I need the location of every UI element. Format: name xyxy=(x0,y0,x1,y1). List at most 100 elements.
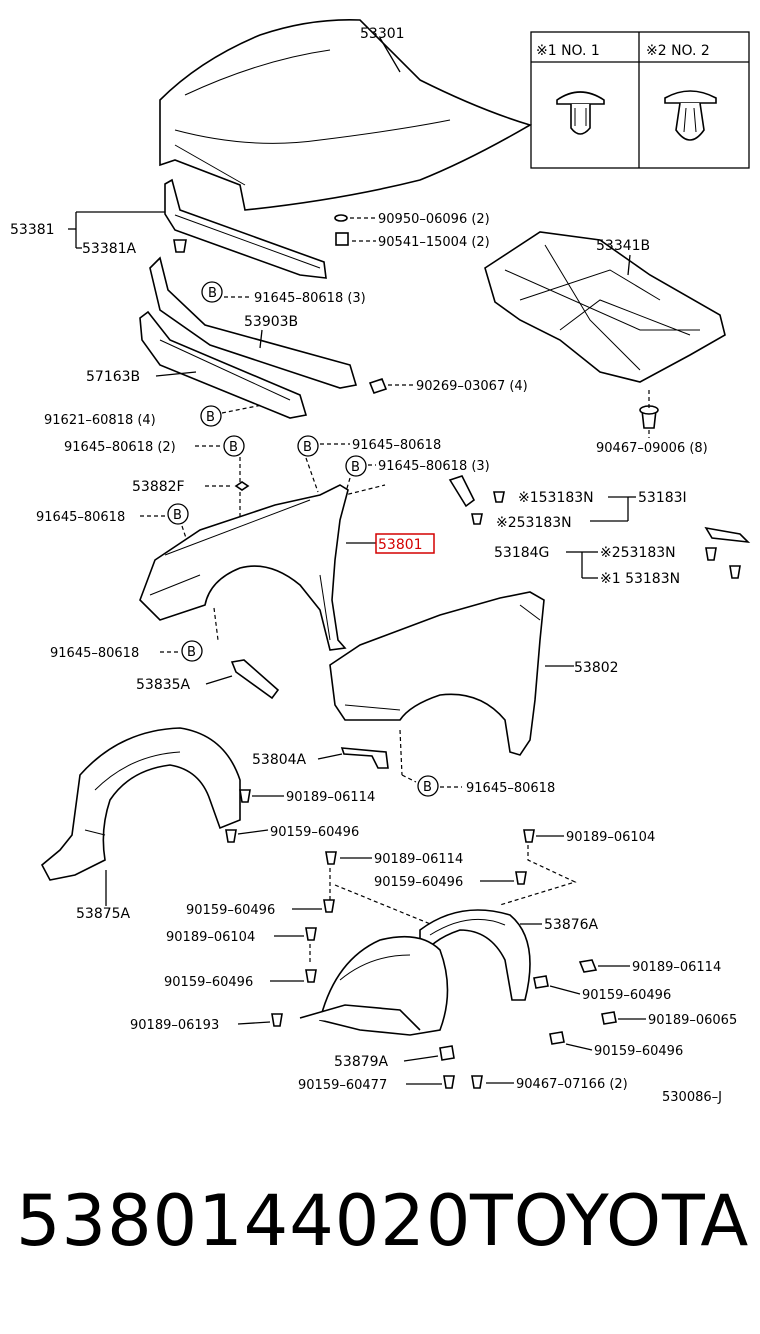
label-90189-06193: 90189–06193 xyxy=(130,1018,219,1033)
label-53183I: 53183I xyxy=(638,490,687,506)
drawing-code: 530086–J xyxy=(662,1090,722,1105)
screw-90159-60496b-icon xyxy=(515,871,527,885)
bolt-marker-b6-circle xyxy=(167,503,189,525)
label-91645-c: 91645–80618 xyxy=(50,646,139,661)
label-91645-2: 91645–80618 (2) xyxy=(64,440,176,455)
label-90159-60496c: 90159–60496 xyxy=(186,903,275,918)
label-90159-60496b: 90159–60496 xyxy=(374,875,463,890)
highlight-box-53801 xyxy=(375,533,435,554)
label-90269: 90269–03067 (4) xyxy=(416,379,528,394)
clip-no1-icon xyxy=(556,91,605,135)
clip-53879A-icon xyxy=(439,1045,455,1061)
label-53301: 53301 xyxy=(360,26,405,42)
brand-name: TOYOTA xyxy=(470,1180,750,1262)
label-90159-60496a: 90159–60496 xyxy=(270,825,359,840)
label-53903B: 53903B xyxy=(244,314,298,330)
bracket-57163B-part xyxy=(139,310,308,419)
screw-90159-60496e-icon xyxy=(533,975,549,989)
label-91645-d: 91645–80618 xyxy=(466,781,555,796)
bracket-53183-part xyxy=(448,475,751,544)
clip-no2-icon xyxy=(664,90,717,141)
screw-90159-60496c-icon xyxy=(323,899,335,913)
label-53804A: 53804A xyxy=(252,752,307,768)
label-253183N-b: ※253183N xyxy=(600,545,676,561)
label-53381: 53381 xyxy=(10,222,55,238)
label-90159-60496e: 90159–60496 xyxy=(582,988,671,1003)
liner-53876A-part xyxy=(419,909,531,1001)
bolt-marker-b3: B xyxy=(229,440,238,455)
liner-53875A-part xyxy=(40,727,241,881)
screw-90159-60496d-icon xyxy=(305,969,317,983)
label-90189-06065: 90189–06065 xyxy=(648,1013,737,1028)
label-90467-07166: 90467–07166 (2) xyxy=(516,1077,628,1092)
nut-90541-icon xyxy=(335,232,349,246)
bolt-marker-b4: B xyxy=(303,440,312,455)
label-90467-09006: 90467–09006 (8) xyxy=(596,441,708,456)
label-53381A: 53381A xyxy=(82,241,137,257)
screw-90189-06104b-icon xyxy=(305,927,317,941)
legend-no1: ※1 NO. 1 xyxy=(536,43,600,59)
plug-90950-icon xyxy=(334,214,348,222)
clip-90467-07166-icon xyxy=(471,1075,483,1089)
bolt-marker-b4-circle xyxy=(297,435,319,457)
label-53882F: 53882F xyxy=(132,479,185,495)
label-91645-3a: 91645–80618 (3) xyxy=(254,291,366,306)
label-90189-06114a: 90189–06114 xyxy=(286,790,375,805)
bolt-marker-b3-circle xyxy=(223,435,245,457)
label-90950: 90950–06096 (2) xyxy=(378,212,490,227)
label-90159-60477: 90159–60477 xyxy=(298,1078,387,1093)
screw-90189-06104a-icon xyxy=(523,829,535,843)
bolt-marker-b5-circle xyxy=(345,455,367,477)
label-53876A: 53876A xyxy=(544,917,599,933)
label-91645-a: 91645–80618 xyxy=(352,438,441,453)
hood-seal-53381-part xyxy=(164,178,327,279)
label-90159-60496d: 90159–60496 xyxy=(164,975,253,990)
clip-53184G-upper-icon xyxy=(705,547,717,561)
screw-90189-06193-icon xyxy=(271,1013,283,1027)
label-53875A: 53875A xyxy=(76,906,131,922)
seal-53903B-part xyxy=(149,256,358,389)
bracket-53835A-part xyxy=(230,659,280,700)
label-53835A: 53835A xyxy=(136,677,191,693)
parts-diagram: ※1 NO. 1 ※2 NO. 2 53301 53381 53381A xyxy=(10,18,751,1105)
label-91621: 91621–60818 (4) xyxy=(44,413,156,428)
bolt-marker-b1-circle xyxy=(201,281,223,303)
label-57163B: 57163B xyxy=(86,369,140,385)
bolt-marker-b7: B xyxy=(187,645,196,660)
label-90189-06114b: 90189–06114 xyxy=(374,852,463,867)
hood-53301-part xyxy=(159,18,532,211)
label-90541: 90541–15004 (2) xyxy=(378,235,490,250)
bolt-marker-b7-circle xyxy=(181,640,203,662)
spacer-53882F-icon xyxy=(234,481,250,491)
label-53184G: 53184G xyxy=(494,545,549,561)
label-90189-06104b: 90189–06104 xyxy=(166,930,255,945)
bolt-marker-b6: B xyxy=(173,508,182,523)
bolt-marker-b8-circle xyxy=(417,775,439,797)
clip-153183N-icon xyxy=(493,491,505,503)
screw-90159-60496a-icon xyxy=(225,829,237,843)
label-253183N-a: ※253183N xyxy=(496,515,572,531)
bolt-marker-b2: B xyxy=(206,410,215,425)
bolt-marker-b1: B xyxy=(208,286,217,301)
label-53341B: 53341B xyxy=(596,238,650,254)
clip-53381A-icon xyxy=(173,239,187,253)
fender-53801-part xyxy=(139,484,349,651)
hood-insulator-53341B-part xyxy=(484,231,726,383)
part-number: 5380144020 xyxy=(16,1180,472,1262)
bolt-marker-b8: B xyxy=(423,780,432,795)
label-53802: 53802 xyxy=(574,660,619,676)
screw-90159-60496f-icon xyxy=(549,1031,565,1045)
label-91645-b: 91645–80618 xyxy=(36,510,125,525)
liner-53879A-part xyxy=(299,935,449,1036)
screw-90189-06114a-icon xyxy=(239,789,251,803)
bracket-53804A-part xyxy=(340,747,389,769)
clip-90467-09006-icon xyxy=(639,405,659,429)
label-53879A: 53879A xyxy=(334,1054,389,1070)
label-53801: 53801 xyxy=(378,537,423,553)
screw-90159-60477-icon xyxy=(443,1075,455,1089)
label-90159-60496f: 90159–60496 xyxy=(594,1044,683,1059)
label-90189-06104a: 90189–06104 xyxy=(566,830,655,845)
clip-53184G-lower-icon xyxy=(729,565,741,579)
clip-90269-icon xyxy=(368,378,388,394)
label-153183N: ※153183N xyxy=(518,490,594,506)
